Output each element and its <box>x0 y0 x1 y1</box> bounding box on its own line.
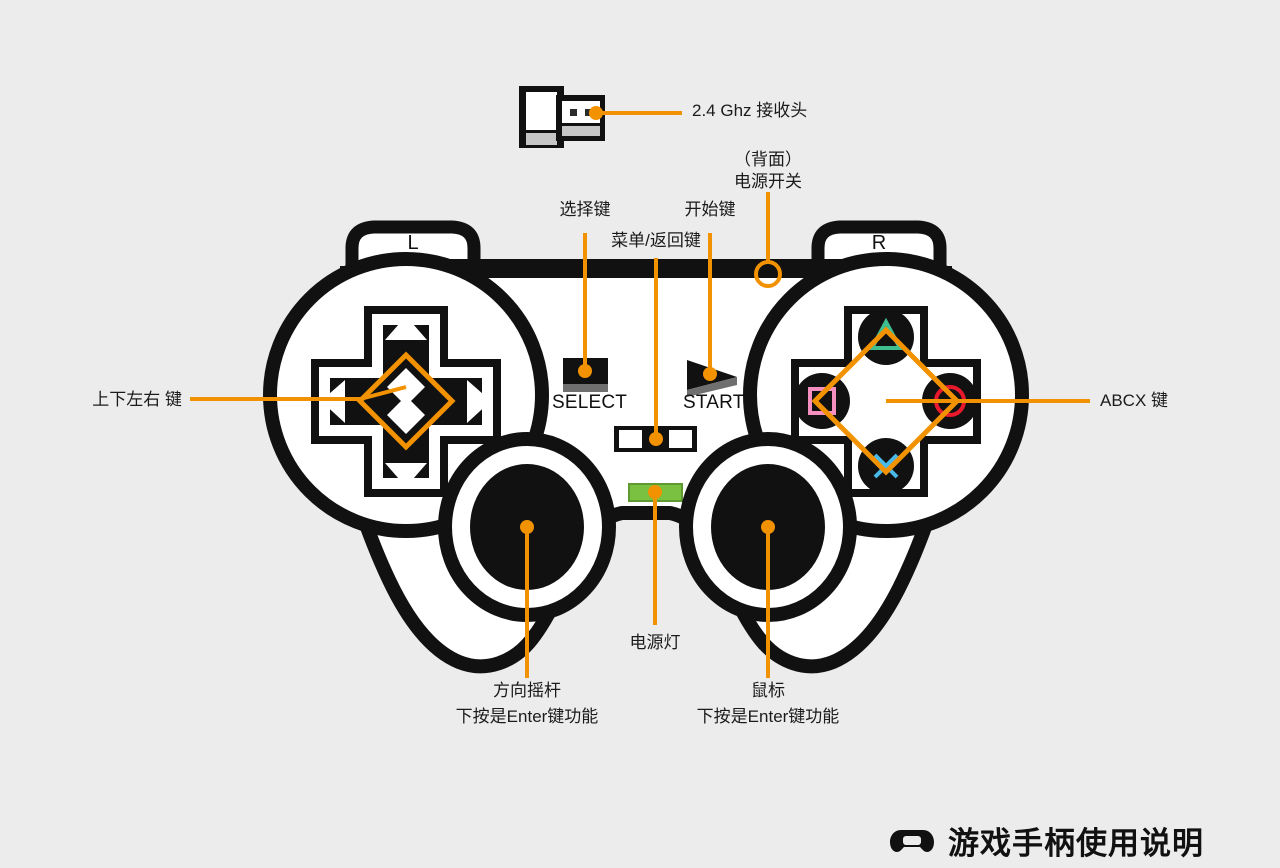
square-button <box>794 373 850 429</box>
callout-label-power-switch-line2: 电源开关 <box>734 172 802 191</box>
callout-label-power-led: 电源灯 <box>629 633 681 652</box>
shoulder-right-label: R <box>871 232 887 254</box>
start-button-label: START <box>683 392 745 413</box>
callout-label-menu-back: 菜单/返回键 <box>611 231 701 250</box>
callout-label-select: 选择键 <box>559 200 611 219</box>
callout-label-right-stick-line2: 下按是Enter键功能 <box>696 707 840 726</box>
face-buttons-highlight-diamond <box>811 326 961 476</box>
callout-dot-receiver <box>589 106 603 120</box>
callout-label-abcx: ABCX 键 <box>1100 391 1169 410</box>
page-title: 游戏手柄使用说明 <box>948 826 1204 861</box>
callout-dot-power-led <box>648 485 662 499</box>
callout-ring-power-switch <box>754 260 782 288</box>
square-glyph <box>808 387 836 415</box>
cross-glyph <box>873 453 899 479</box>
callout-label-left-stick-line2: 下按是Enter键功能 <box>455 707 599 726</box>
gamepad-body <box>263 220 1029 674</box>
dpad-highlight-diamond <box>356 351 456 451</box>
callout-label-left-stick-line1: 方向摇杆 <box>493 681 561 700</box>
callout-dot-right-stick <box>761 520 775 534</box>
callout-dot-menu-back <box>649 432 663 446</box>
callout-label-dpad: 上下左右 键 <box>92 390 182 409</box>
page-title-block: 游戏手柄使用说明 <box>890 818 1204 863</box>
callout-label-start: 开始键 <box>684 200 736 219</box>
triangle-button <box>858 309 914 365</box>
callout-label-receiver: 2.4 Ghz 接收头 <box>692 101 808 120</box>
callout-label-power-switch-line1: （背面） <box>734 150 802 169</box>
callout-label-right-stick-line1: 鼠标 <box>751 681 785 700</box>
shoulder-left-label: L <box>407 232 419 254</box>
callout-dot-start <box>703 367 717 381</box>
callout-lines <box>190 106 1090 678</box>
callout-dot-select <box>578 364 592 378</box>
select-button-label: SELECT <box>552 392 628 413</box>
gamepad-icon <box>890 828 934 854</box>
callout-dot-left-stick <box>520 520 534 534</box>
